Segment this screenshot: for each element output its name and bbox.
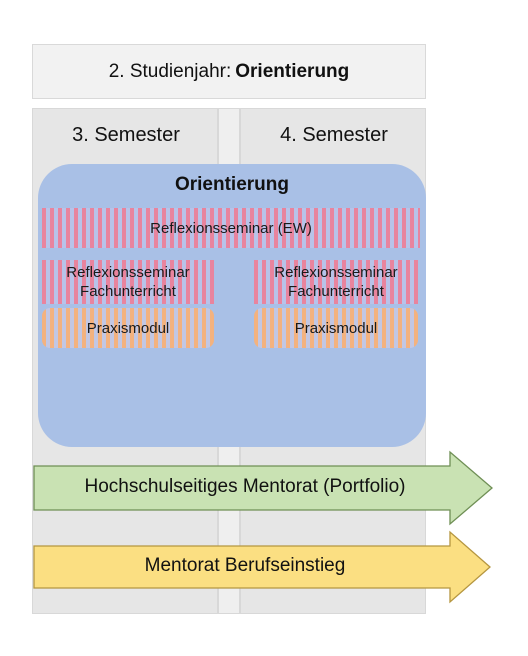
praxismodul-left: Praxismodul bbox=[42, 308, 214, 348]
seminar-left-line2: Fachunterricht bbox=[80, 283, 176, 300]
mentorat-berufseinstieg-label: Mentorat Berufseinstieg bbox=[144, 555, 346, 576]
reflexionsseminar-fachunterricht-left: Reflexionsseminar Fachunterricht bbox=[42, 260, 214, 304]
reflexionsseminar-ew-band: Reflexionsseminar (EW) bbox=[42, 208, 420, 248]
orientation-box bbox=[38, 164, 426, 447]
semester-4-label: 4. Semester bbox=[280, 124, 388, 146]
seminar-right-line2: Fachunterricht bbox=[288, 283, 384, 300]
praxismodul-right: Praxismodul bbox=[254, 308, 418, 348]
mentorat-portfolio-label: Hochschulseitiges Mentorat (Portfolio) bbox=[84, 476, 406, 497]
reflexionsseminar-ew-label: Reflexionsseminar (EW) bbox=[150, 219, 312, 237]
study-year-header: 2. Studienjahr: Orientierung bbox=[32, 44, 426, 99]
study-year-prefix: 2. Studienjahr: bbox=[108, 60, 232, 82]
orientation-title: Orientierung bbox=[174, 174, 289, 195]
semester-3-label: 3. Semester bbox=[72, 124, 180, 146]
seminar-right-line1: Reflexionsseminar bbox=[274, 264, 398, 281]
study-year-title: Orientierung bbox=[235, 60, 350, 82]
mentorat-berufseinstieg-arrow bbox=[30, 530, 496, 604]
arrow-shape-2 bbox=[33, 530, 491, 604]
reflexionsseminar-fachunterricht-right: Reflexionsseminar Fachunterricht bbox=[254, 260, 418, 304]
praxismodul-left-label: Praxismodul bbox=[86, 319, 170, 337]
seminar-left-line1: Reflexionsseminar bbox=[66, 264, 190, 281]
mentorat-portfolio-arrow bbox=[30, 450, 496, 526]
arrow-shape-1 bbox=[33, 450, 493, 526]
praxismodul-right-label: Praxismodul bbox=[294, 319, 378, 337]
